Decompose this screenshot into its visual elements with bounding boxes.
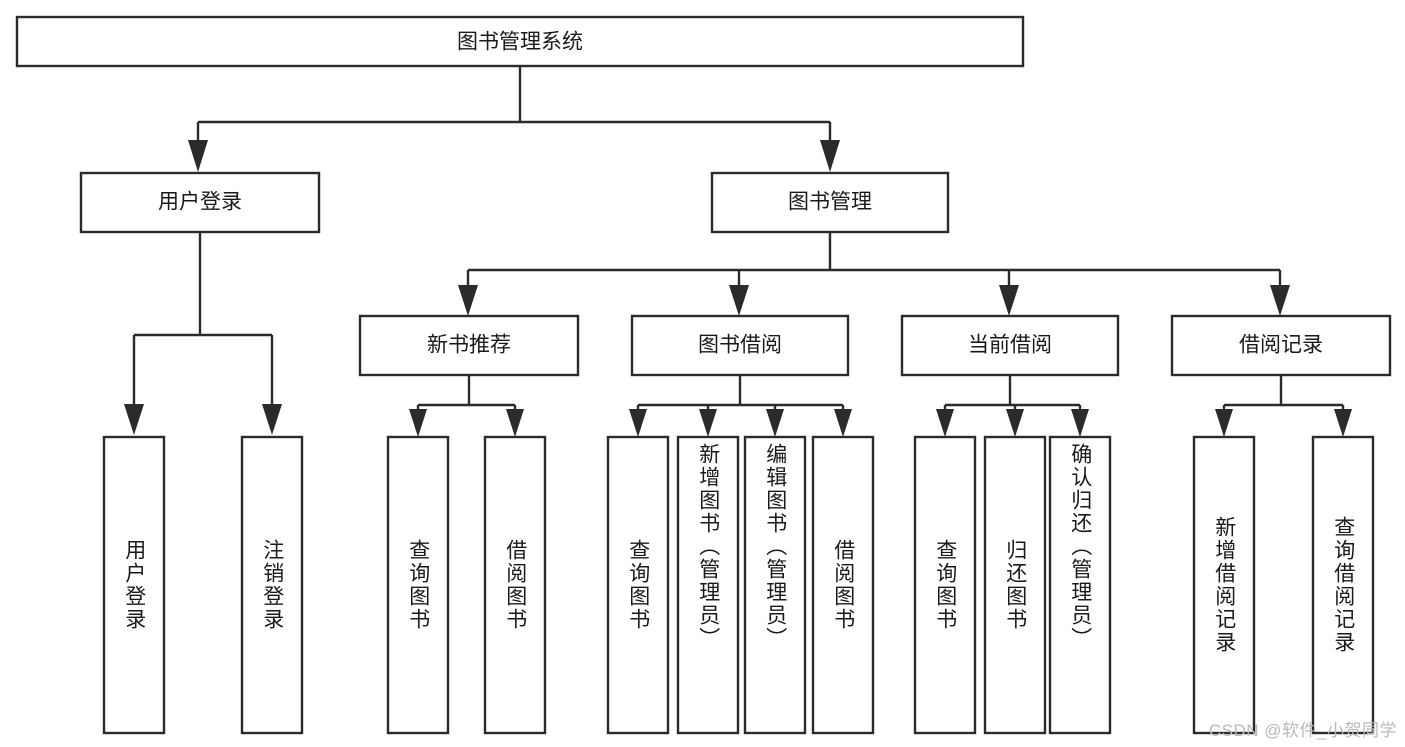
node-user-login[interactable]: 用户登录 bbox=[79, 171, 321, 234]
node-book-borrow[interactable]: 图书借阅 bbox=[630, 314, 850, 377]
node-user-login-box[interactable] bbox=[79, 171, 321, 234]
arrowhead-leaf-cb-3 bbox=[1071, 409, 1089, 437]
leaf-box-br-2[interactable] bbox=[1311, 435, 1375, 735]
leaf-box-br-1[interactable] bbox=[1192, 435, 1256, 735]
node-book-borrow-box[interactable] bbox=[630, 314, 850, 377]
leaf-box-bb-3[interactable] bbox=[743, 435, 807, 735]
node-current-borrow-label: 当前借阅 bbox=[968, 334, 1052, 357]
csdn-watermark: CSDN @软件_小贺同学 bbox=[1208, 721, 1397, 740]
arrowhead-leaf-nbr-2 bbox=[506, 409, 524, 437]
connector-group-user-login bbox=[124, 232, 282, 435]
arrowhead-leaf-user-login-2 bbox=[262, 404, 282, 435]
node-user-login-label: 用户登录 bbox=[158, 191, 242, 214]
arrowhead-leaf-br-2 bbox=[1334, 409, 1352, 437]
node-new-book-recommend-box[interactable] bbox=[358, 314, 580, 377]
node-book-mgmt[interactable]: 图书管理 bbox=[710, 171, 950, 234]
arrowhead-user-login bbox=[188, 140, 208, 172]
connector-group-book-mgmt bbox=[458, 232, 1290, 316]
arrowhead-leaf-br-1 bbox=[1215, 409, 1233, 437]
leaf-boxes bbox=[102, 435, 1375, 735]
connector-group-book-borrow bbox=[629, 375, 852, 437]
leaf-box-bb-1[interactable] bbox=[606, 435, 670, 735]
arrowhead-leaf-cb-1 bbox=[936, 409, 954, 437]
node-new-book-recommend[interactable]: 新书推荐 bbox=[358, 314, 580, 377]
node-root-box[interactable] bbox=[15, 15, 1025, 68]
arrowhead-book-mgmt bbox=[820, 140, 840, 172]
leaf-box-user-login-2[interactable] bbox=[240, 435, 304, 735]
connector-group-new-book-recommend bbox=[409, 375, 524, 437]
node-root[interactable]: 图书管理系统 bbox=[15, 15, 1025, 68]
node-borrow-records-box[interactable] bbox=[1170, 314, 1392, 377]
node-borrow-records-label: 借阅记录 bbox=[1239, 334, 1323, 357]
node-book-mgmt-box[interactable] bbox=[710, 171, 950, 234]
leaf-box-cb-3[interactable] bbox=[1048, 435, 1112, 735]
arrowhead-leaf-bb-3 bbox=[766, 409, 784, 437]
arrowhead-borrow-records bbox=[1270, 285, 1290, 316]
node-current-borrow[interactable]: 当前借阅 bbox=[900, 314, 1120, 377]
arrowhead-new-book-recommend bbox=[458, 285, 478, 316]
leaf-box-bb-4[interactable] bbox=[811, 435, 875, 735]
arrowhead-leaf-bb-1 bbox=[629, 409, 647, 437]
leaf-box-nbr-1[interactable] bbox=[386, 435, 450, 735]
arrowhead-leaf-nbr-1 bbox=[409, 409, 427, 437]
node-current-borrow-box[interactable] bbox=[900, 314, 1120, 377]
node-book-mgmt-label: 图书管理 bbox=[788, 191, 872, 214]
leaf-box-bb-2[interactable] bbox=[676, 435, 740, 735]
arrowhead-leaf-bb-2 bbox=[699, 409, 717, 437]
leaf-box-user-login-1[interactable] bbox=[102, 435, 166, 735]
connector-group-root bbox=[188, 66, 840, 172]
node-new-book-recommend-label: 新书推荐 bbox=[427, 334, 511, 357]
connector-group-current-borrow bbox=[936, 375, 1089, 437]
leaf-box-nbr-2[interactable] bbox=[483, 435, 547, 735]
leaf-box-cb-1[interactable] bbox=[913, 435, 977, 735]
node-borrow-records[interactable]: 借阅记录 bbox=[1170, 314, 1392, 377]
node-book-borrow-label: 图书借阅 bbox=[698, 334, 782, 357]
leaf-box-cb-2[interactable] bbox=[983, 435, 1047, 735]
node-root-label: 图书管理系统 bbox=[457, 31, 583, 54]
arrowhead-book-borrow bbox=[729, 285, 749, 316]
arrowhead-leaf-bb-4 bbox=[834, 409, 852, 437]
arrowhead-leaf-cb-2 bbox=[1006, 409, 1024, 437]
arrowhead-leaf-user-login-1 bbox=[124, 404, 144, 435]
arrowhead-current-borrow bbox=[999, 285, 1019, 316]
connector-group-borrow-records bbox=[1215, 375, 1352, 437]
